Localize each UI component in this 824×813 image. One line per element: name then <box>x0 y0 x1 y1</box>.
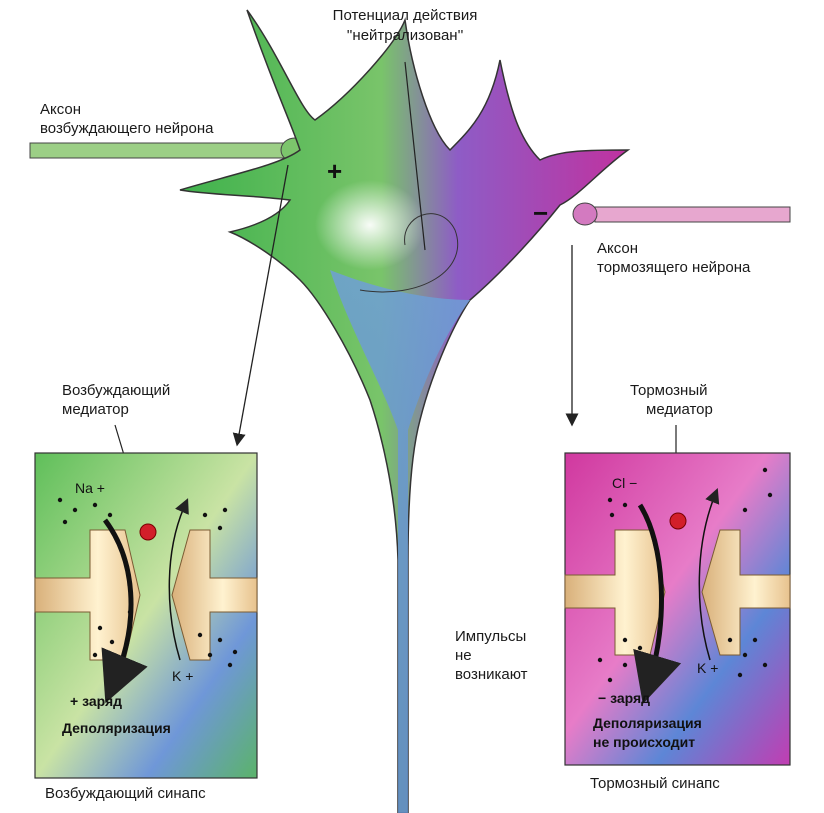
exc-axon-label-line2: возбуждающего нейрона <box>40 120 213 138</box>
inh-axon-label-line2: тормозящего нейрона <box>597 259 750 277</box>
impulses-label-line1: Импульсы <box>455 628 526 646</box>
exc-charge: + заряд <box>70 693 122 710</box>
neuron-minus-sign: − <box>533 198 548 228</box>
action-potential-label-line1: Потенциал действия <box>300 7 510 25</box>
neuron-plus-sign: + <box>327 156 342 186</box>
inh-mediator-label-line2: медиатор <box>646 401 713 419</box>
inh-result-line1: Деполяризация <box>593 715 702 732</box>
action-potential-label-line2: ''нейтрализован'' <box>300 27 510 45</box>
mediator-dot <box>140 524 156 540</box>
excitatory-axon <box>30 138 309 162</box>
inh-ion-bottom: K + <box>697 660 718 677</box>
inh-mediator-label-line1: Тормозный <box>630 382 707 400</box>
inh-charge: − заряд <box>598 690 650 707</box>
inhibitory-axon <box>573 203 790 225</box>
action-potential-glow <box>315 180 425 270</box>
exc-synapse-caption: Возбуждающий синапс <box>45 785 206 803</box>
exc-mediator-label-line2: медиатор <box>62 401 129 419</box>
exc-mediator-label-line1: Возбуждающий <box>62 382 170 400</box>
mediator-dot <box>670 513 686 529</box>
inh-ion-top: Cl − <box>612 475 637 492</box>
inh-result-line2: не происходит <box>593 734 695 751</box>
exc-ion-top: Na + <box>75 480 105 497</box>
impulses-label-line2: не <box>455 647 472 665</box>
exc-axon-label-line1: Аксон <box>40 101 81 119</box>
exc-ion-bottom: K + <box>172 668 193 685</box>
exc-result: Деполяризация <box>62 720 171 737</box>
inh-synapse-caption: Тормозный синапс <box>590 775 720 793</box>
inh-axon-label-line1: Аксон <box>597 240 638 258</box>
excitatory-pointer-arrow <box>238 165 288 440</box>
impulses-label-line3: возникают <box>455 666 528 684</box>
